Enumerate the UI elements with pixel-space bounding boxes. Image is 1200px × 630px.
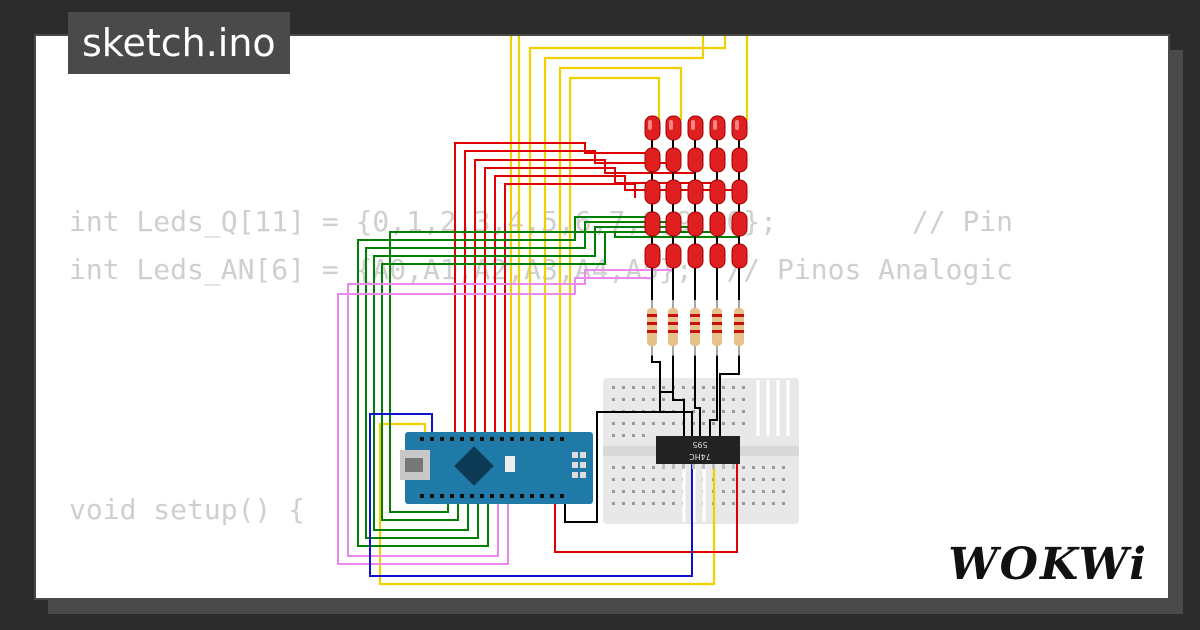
code-line-2: int Leds_AN[6] = {A0,A1,A2,A3,A4,A5}; //… [69, 253, 1014, 286]
shift-register-chip[interactable]: 595 74HC [656, 436, 740, 469]
project-card[interactable]: int Leds_Q[11] = {0,1,2,3,4,5,6,7,8,9,10… [34, 34, 1170, 600]
arduino-nano[interactable] [400, 432, 593, 504]
yellow-wires[interactable] [378, 36, 749, 586]
blue-wire[interactable] [369, 413, 693, 577]
code-line-1: int Leds_Q[11] = {0,1,2,3,4,5,6,7,8,9,10… [69, 205, 1014, 238]
resistors[interactable] [647, 300, 744, 356]
chip-label-bottom: 74HC [689, 452, 711, 461]
sketch-title: sketch.ino [68, 12, 290, 74]
chip-label-top: 595 [692, 440, 707, 449]
wokwi-logo[interactable]: WOKWi [948, 539, 1148, 590]
pink-wires[interactable] [337, 269, 673, 565]
green-wires[interactable] [357, 216, 739, 547]
led-matrix[interactable] [644, 115, 748, 269]
code-line-3: void setup() { [69, 493, 306, 526]
